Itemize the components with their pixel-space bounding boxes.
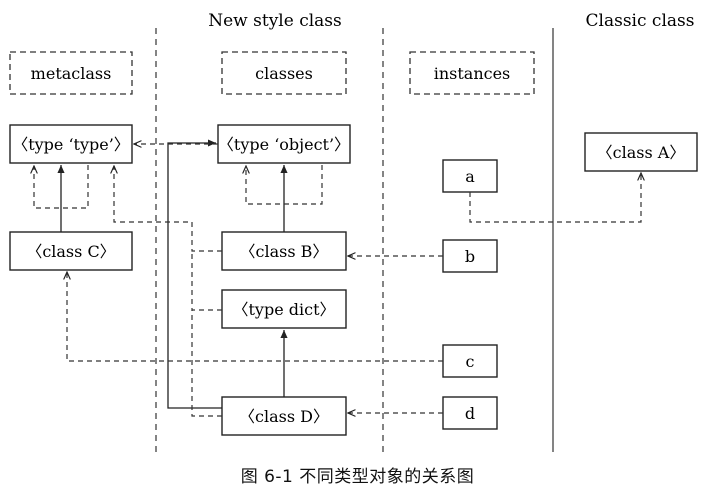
instances-label: instances — [434, 64, 511, 83]
instance-d-box — [442, 396, 498, 430]
class-b-label: 〈class B〉 — [240, 242, 329, 261]
instance-c-box — [442, 344, 498, 378]
type-type-box — [9, 124, 133, 164]
instances-label-box — [409, 51, 535, 95]
class-a-box — [584, 132, 698, 172]
instance-d-label: d — [465, 404, 475, 423]
type-object-label: 〈type ‘object’〉 — [218, 135, 350, 154]
class-c-box — [9, 231, 133, 271]
edge-type-type-self-loop — [34, 165, 89, 209]
type-dict-label: 〈type dict〉 — [232, 300, 335, 319]
edge-instance-a-to-class-a — [469, 173, 641, 223]
class-d-label: 〈class D〉 — [239, 407, 329, 426]
edge-type-dict-to-type-type — [191, 251, 222, 311]
instance-b-box — [442, 239, 498, 273]
instance-b-label: b — [465, 247, 475, 266]
edge-type-object-self-loop — [246, 165, 323, 205]
class-c-label: 〈class C〉 — [26, 242, 115, 261]
instance-a-label: a — [465, 167, 475, 186]
classic-heading: Classic class — [586, 11, 695, 31]
relationship-diagram: New style class Classic class metaclass … — [9, 11, 698, 452]
class-d-box — [221, 396, 347, 436]
instance-c-label: c — [466, 352, 475, 371]
type-type-label: 〈type ‘type’〉 — [12, 135, 130, 154]
edge-class-b-to-type-type — [114, 166, 222, 252]
column-separators — [155, 28, 554, 452]
figure-caption: 图 6-1 不同类型对象的关系图 — [240, 467, 475, 487]
classes-label-box — [221, 51, 347, 95]
class-a-label: 〈class A〉 — [597, 143, 686, 162]
edge-class-d-to-type-object — [167, 139, 222, 409]
edge-class-d-to-type-type — [191, 310, 222, 417]
instance-a-box — [442, 159, 498, 193]
metaclass-label-box — [9, 51, 133, 95]
metaclass-label: metaclass — [31, 64, 112, 83]
edge-instance-c-to-class-c — [67, 272, 443, 362]
classes-label: classes — [255, 64, 313, 83]
new-style-heading: New style class — [208, 11, 342, 31]
type-dict-box — [221, 289, 347, 329]
